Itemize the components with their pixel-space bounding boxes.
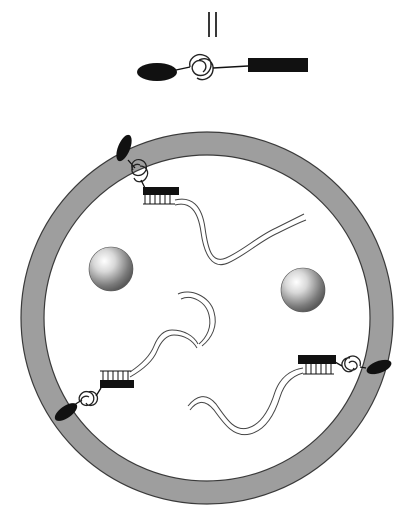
equals-mark-icon [209,12,216,37]
linker-coil-icon [190,55,213,80]
free-conjugate-icon [137,55,308,81]
vesicle-membrane-icon [21,132,393,504]
bead-particle-icon [89,247,133,291]
anchor-bar [248,58,308,72]
bead-particle-icon [281,268,325,312]
head-ellipse [137,63,177,81]
